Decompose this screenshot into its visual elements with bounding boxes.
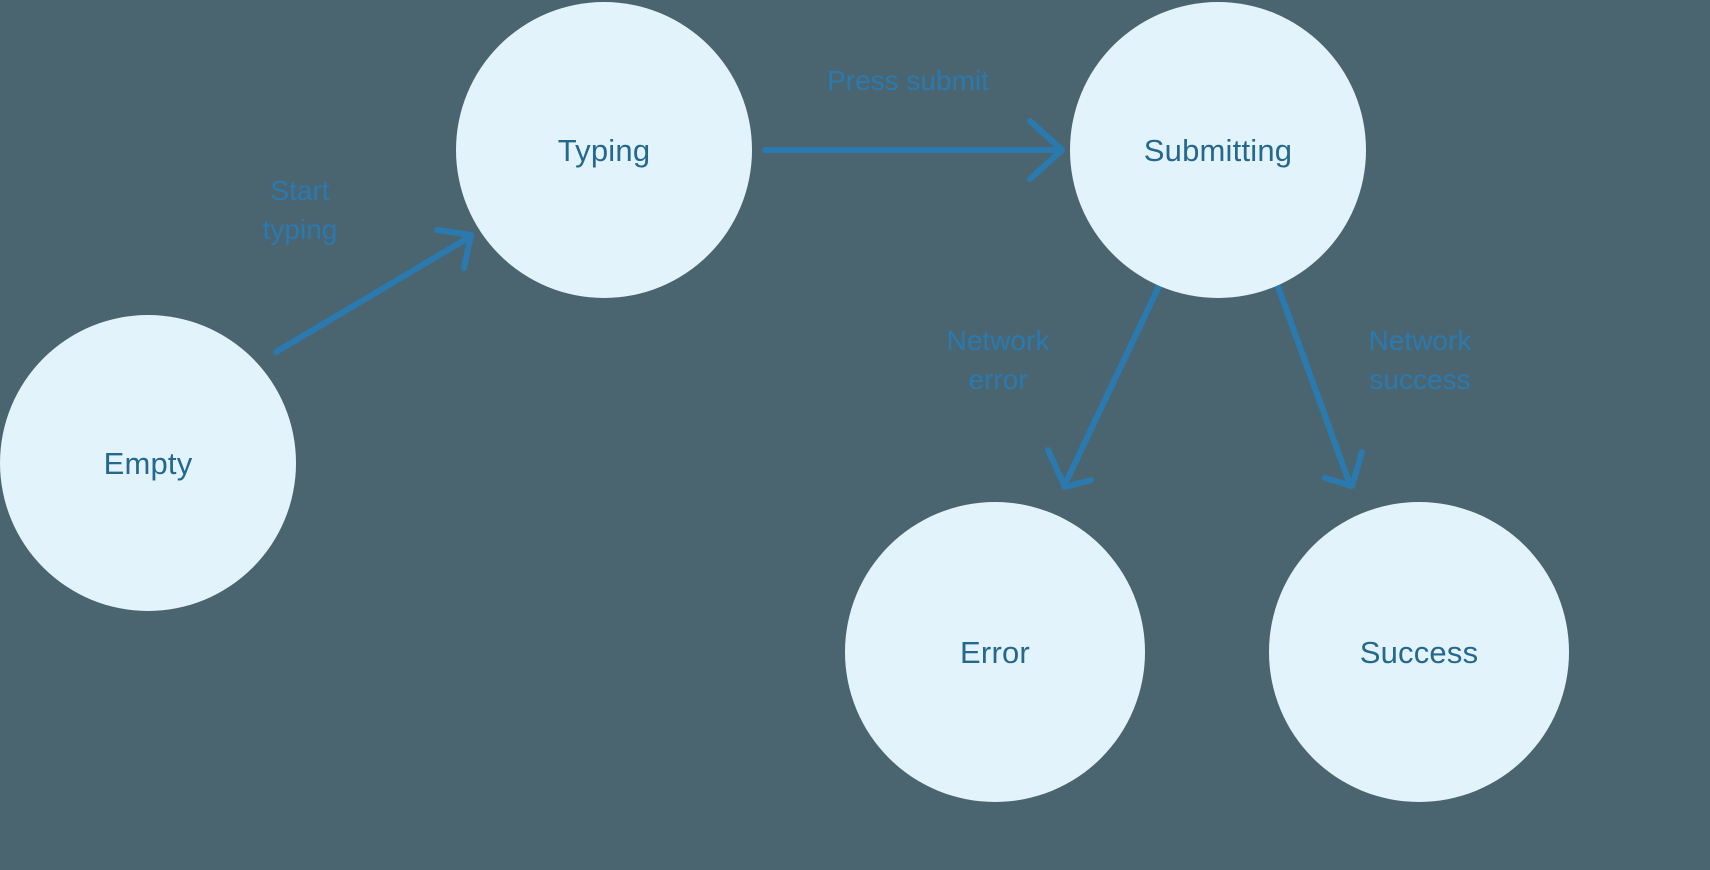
- edge-label-submitting-to-success: Network success: [1368, 325, 1472, 395]
- arrowhead-icon-empty-to-typing: [434, 227, 474, 271]
- edge-label-typing-to-submitting: Press submit: [827, 65, 989, 96]
- edge-line-submitting-to-success: [1274, 281, 1351, 482]
- node-submitting[interactable]: Submitting: [1070, 2, 1366, 298]
- node-success[interactable]: Success: [1269, 502, 1569, 802]
- arrowhead-icon-typing-to-submitting: [1027, 118, 1065, 182]
- arrowhead-icon-submitting-to-error: [1045, 447, 1094, 490]
- edge-empty-to-typing: [273, 227, 474, 355]
- node-label-typing: Typing: [557, 132, 651, 168]
- edge-typing-to-submitting: [762, 118, 1065, 182]
- arrowhead-icon-submitting-to-success: [1322, 449, 1365, 489]
- edge-line-submitting-to-error: [1064, 281, 1163, 483]
- edge-label-submitting-to-error: Network error: [946, 325, 1050, 395]
- node-typing[interactable]: Typing: [456, 2, 752, 298]
- node-empty[interactable]: Empty: [0, 315, 296, 611]
- node-label-submitting: Submitting: [1143, 132, 1293, 168]
- edge-submitting-to-error: [1045, 281, 1163, 490]
- edge-line-empty-to-typing: [273, 235, 471, 355]
- node-label-success: Success: [1359, 634, 1479, 670]
- node-label-error: Error: [960, 634, 1030, 670]
- edge-submitting-to-success: [1274, 281, 1365, 489]
- node-error[interactable]: Error: [845, 502, 1145, 802]
- node-label-empty: Empty: [103, 445, 193, 481]
- edge-label-empty-to-typing: Start typing: [262, 175, 338, 245]
